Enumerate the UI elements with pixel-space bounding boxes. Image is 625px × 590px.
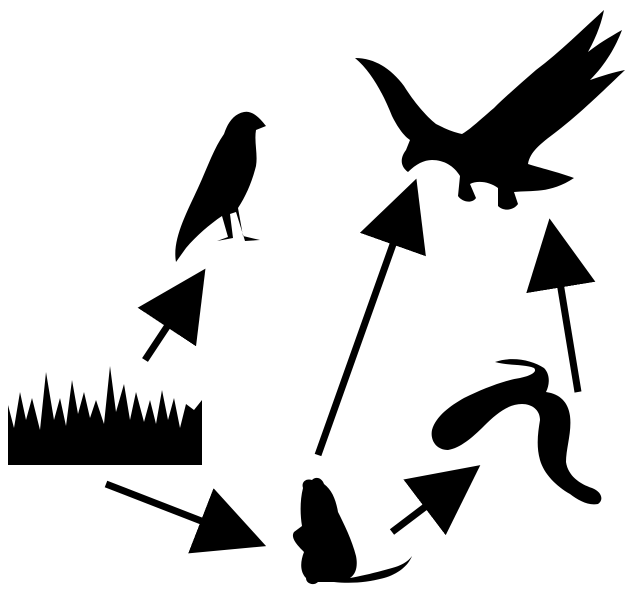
arrow-mouse-to-snake [392,482,458,532]
arrow-grass-to-bird [145,292,190,360]
arrow-snake-to-eagle [554,246,578,392]
arrow-grass-to-mouse [106,484,240,536]
grass-icon [8,366,202,465]
arrow-mouse-to-eagle [318,205,407,455]
eagle-icon [355,10,625,210]
bird-icon [175,112,266,262]
